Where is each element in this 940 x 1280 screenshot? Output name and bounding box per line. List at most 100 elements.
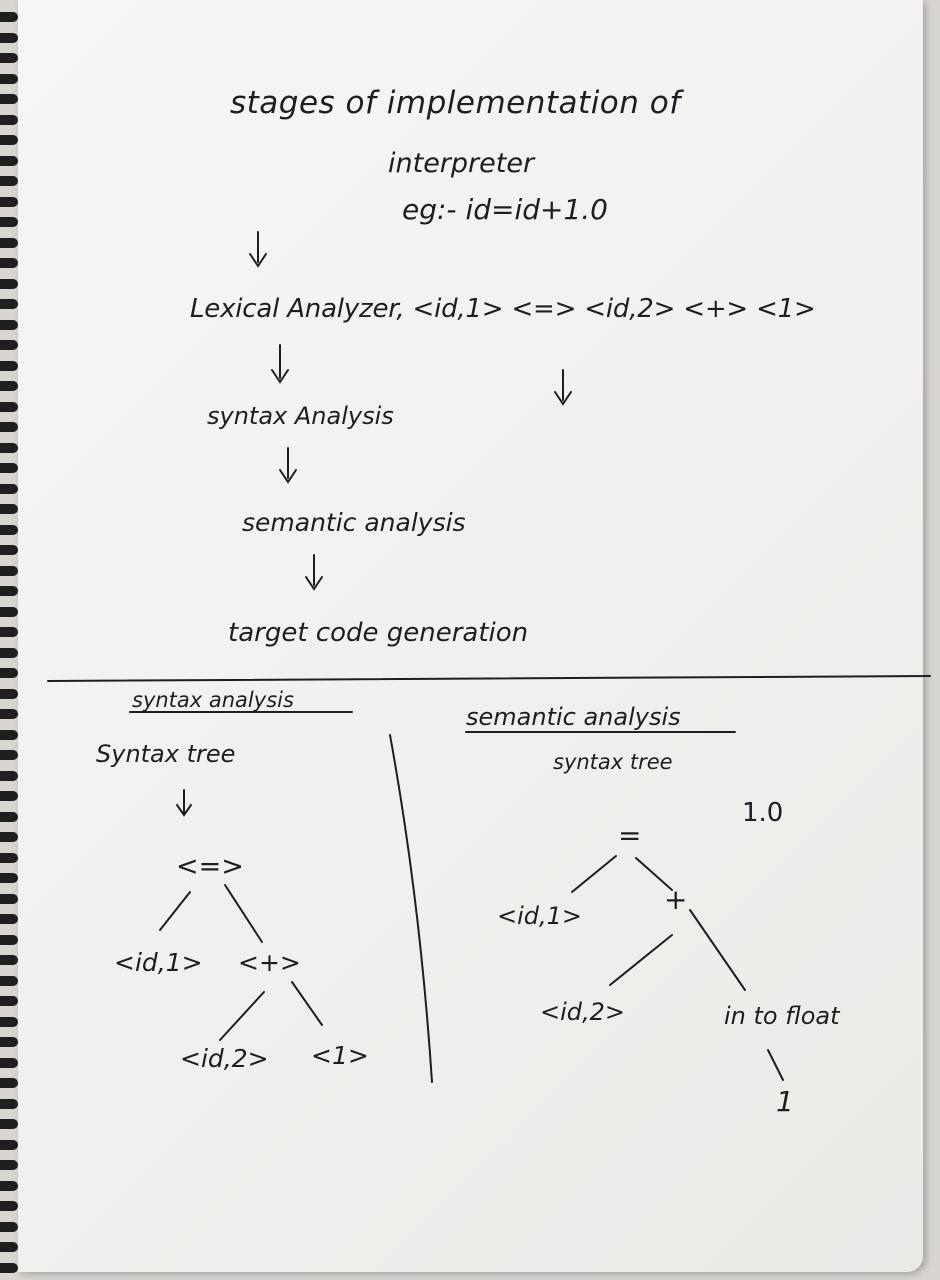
left-panel-subheading: Syntax tree [96,740,236,768]
binding-ring [0,237,18,248]
binding-ring [0,196,18,207]
right-tree-left-child: <id,1> [497,902,583,930]
target-code-generation-step: target code generation [228,618,529,648]
title-line-2: interpreter [388,148,535,179]
left-tree-branch-d [291,981,323,1026]
binding-ring [0,504,18,514]
binding-ring [0,176,18,186]
arrow-to-target [305,554,323,591]
binding-ring [0,53,18,63]
semantic-analysis-step: semantic analysis [242,508,466,537]
right-tree-leaf: 1 [776,1085,794,1118]
arrow-under-tokens [554,369,572,406]
binding-ring [0,340,18,350]
binding-ring [0,893,18,904]
binding-ring [0,668,18,678]
binding-ring [0,811,18,822]
binding-ring [0,750,18,760]
binding-ring [0,791,18,801]
left-tree-branch-b [224,884,263,943]
binding-ring [0,955,18,965]
right-tree-plus-left: <id,2> [540,998,626,1026]
right-tree-plus: + [664,883,688,916]
left-tree-plus-right: <1> [311,1041,369,1070]
binding-ring [0,545,18,555]
binding-ring [0,709,18,719]
binding-ring [0,73,18,84]
right-tree-plus-right: in to float [724,1002,840,1030]
binding-ring [0,729,18,740]
binding-ring [0,606,18,617]
left-tree-right-child: <+> [238,948,301,977]
left-tree-left-child: <id,1> [114,948,203,977]
binding-ring [0,934,18,945]
lexical-analyzer-line: Lexical Analyzer, <id,1> <=> <id,2> <+> … [190,294,816,324]
binding-ring [0,155,18,166]
binding-ring [0,217,18,227]
binding-ring [0,975,18,986]
binding-ring [0,483,18,494]
binding-ring [0,442,18,453]
binding-ring [0,852,18,863]
example-expression: eg:- id=id+1.0 [402,193,608,226]
left-panel-heading: syntax analysis [132,688,294,712]
binding-ring [0,832,18,842]
left-tree-root: <=> [176,851,244,882]
binding-ring [0,1180,18,1191]
binding-ring [0,401,18,412]
binding-ring [0,647,18,658]
binding-ring [0,688,18,699]
binding-ring [0,1160,18,1170]
binding-ring [0,1098,18,1109]
binding-ring [0,32,18,43]
binding-ring [0,565,18,576]
binding-ring [0,422,18,432]
binding-ring [0,770,18,781]
right-panel-heading: semantic analysis [466,703,681,731]
binding-ring [0,524,18,535]
binding-ring [0,319,18,330]
left-tree-branch-c [219,991,265,1041]
binding-ring [0,627,18,637]
left-tree-branch-a [159,891,191,931]
binding-ring [0,114,18,125]
title-line-1: stages of implementation of [230,85,681,121]
binding-ring [0,1016,18,1027]
binding-ring [0,94,18,104]
binding-ring [0,360,18,371]
binding-ring [0,258,18,268]
right-value-label: 1.0 [742,798,784,828]
binding-ring [0,1201,18,1211]
binding-ring [0,12,18,22]
binding-ring [0,1139,18,1150]
vertical-divider [389,734,433,1083]
binding-ring [0,381,18,391]
right-tree-branch-d [689,909,746,991]
binding-ring [0,278,18,289]
binding-ring [0,1037,18,1047]
right-tree-branch-b [635,857,673,891]
binding-ring [0,299,18,309]
arrow-to-syntax [271,344,289,384]
right-tree-root: = [618,819,642,852]
left-tree-plus-left: <id,2> [180,1044,269,1073]
binding-ring [0,873,18,883]
right-tree-branch-a [571,855,617,893]
arrow-to-semantic [279,447,297,484]
binding-ring [0,996,18,1006]
binding-ring [0,1078,18,1088]
right-tree-branch-c [609,934,673,986]
right-panel-subheading: syntax tree [553,750,673,774]
arrow-to-lexical [249,231,267,268]
binding-ring [0,1242,18,1252]
binding-ring [0,914,18,924]
spiral-binding [0,0,22,1280]
binding-ring [0,1119,18,1129]
horizontal-divider [47,675,931,682]
binding-ring [0,463,18,473]
binding-ring [0,135,18,145]
binding-ring [0,1057,18,1068]
arrow-to-left-tree [176,789,192,817]
syntax-analysis-step: syntax Analysis [207,402,394,430]
